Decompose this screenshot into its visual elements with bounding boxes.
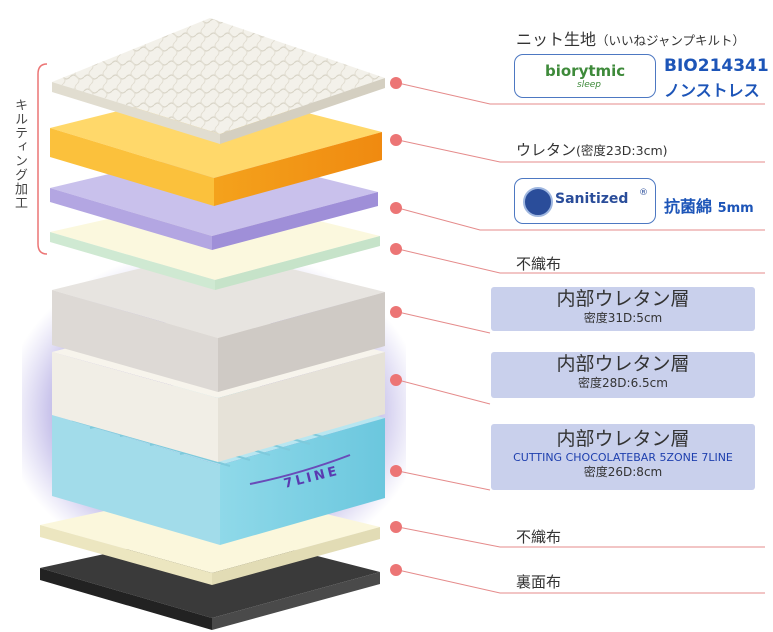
urethane-sub: (密度23D:3cm): [576, 143, 668, 158]
side-bracket: [37, 63, 48, 255]
nonwoven-top-label: 不織布: [516, 255, 562, 273]
nonwoven-bottom-label: 不織布: [516, 528, 562, 546]
biorytmic-logo-text: biorytmic: [545, 62, 626, 80]
foam-badge-26d-spec: 密度26D:8cm: [583, 465, 663, 479]
foam-badge-31d: 内部ウレタン層 密度31D:5cm: [491, 287, 755, 331]
sanitized-emblem-icon: [523, 187, 553, 217]
foam-badge-28d-title: 内部ウレタン層: [556, 353, 690, 375]
foam-badge-31d-spec: 密度31D:5cm: [583, 311, 663, 325]
foam-badge-31d-title: 内部ウレタン層: [556, 288, 690, 310]
back-fabric-label: 裏面布: [516, 573, 562, 591]
sanitized-logo: Sanitized ®: [514, 178, 656, 224]
urethane-label: ウレタン(密度23D:3cm): [516, 139, 668, 160]
foam-badge-26d-cut: CUTTING CHOCOLATEBAR 5ZONE 7LINE: [513, 451, 733, 464]
knit-title-text: ニット生地: [516, 30, 597, 49]
biorytmic-logo-sub: sleep: [577, 80, 601, 90]
foam-badge-28d-spec: 密度28D:6.5cm: [578, 376, 668, 390]
foam-badge-26d-title: 内部ウレタン層: [556, 428, 690, 450]
leader-dots: [390, 77, 402, 576]
antibacterial-thickness: 5mm: [717, 201, 754, 216]
foam-badge-28d: 内部ウレタン層 密度28D:6.5cm: [491, 352, 755, 398]
knit-title: ニット生地（いいねジャンプキルト）: [516, 26, 745, 50]
layer-foam-gray: [52, 250, 385, 392]
urethane-title: ウレタン: [516, 141, 577, 159]
layer-knit-fabric: [52, 18, 385, 144]
sanitized-logo-mark: ®: [639, 188, 648, 198]
knit-sub-text: （いいねジャンプキルト）: [596, 33, 746, 48]
antibacterial-name: 抗菌綿 5mm: [664, 193, 754, 217]
antibacterial-product: 抗菌綿: [664, 197, 713, 216]
foam-badge-26d: 内部ウレタン層 CUTTING CHOCOLATEBAR 5ZONE 7LINE…: [491, 424, 755, 490]
bio-product-name: ノンストレス: [664, 81, 760, 100]
quilting-label: キルティング加工: [12, 98, 27, 210]
leader-lines: [397, 82, 765, 594]
biorytmic-logo: biorytmic sleep: [514, 54, 656, 98]
sanitized-logo-text: Sanitized: [555, 191, 629, 207]
bio-product-code: BIO214341: [664, 56, 769, 76]
